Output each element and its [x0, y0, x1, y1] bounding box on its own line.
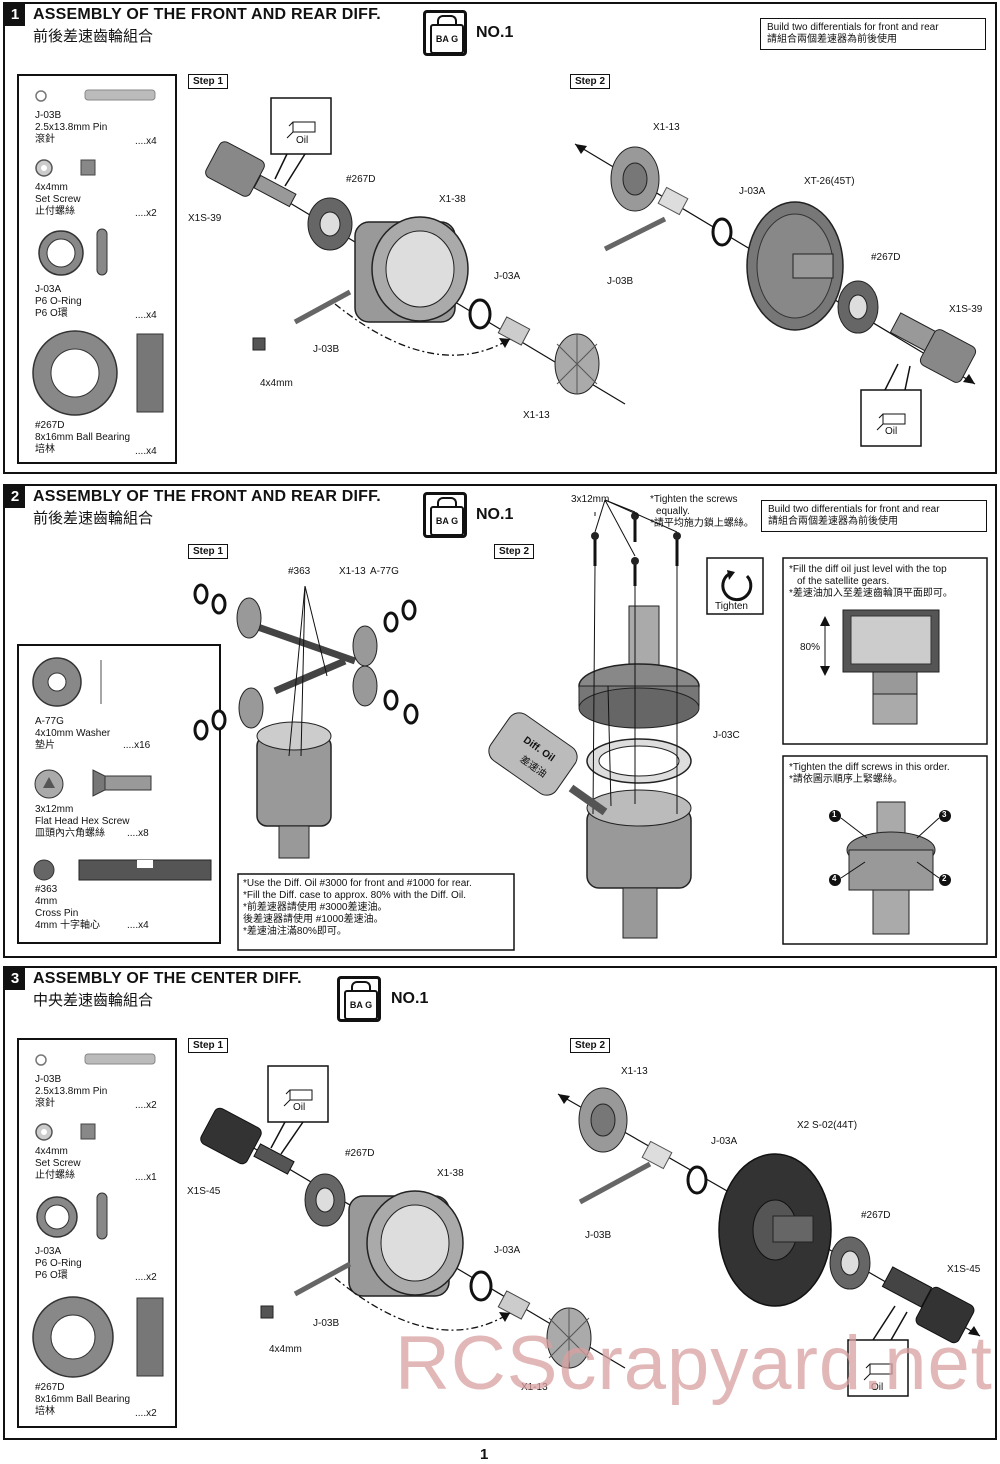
- parts-icons: [32, 1053, 164, 1378]
- step-1-label: Step 1: [188, 74, 229, 89]
- section-title-zh: 中央差速齒輪組合: [33, 992, 154, 1009]
- bag-label: BA G: [430, 506, 464, 536]
- step-2-label: Step 2: [570, 1038, 611, 1053]
- exploded-diagram-1: [205, 97, 977, 447]
- page-number: 1: [480, 1446, 489, 1463]
- bag-number: NO.1: [476, 506, 514, 523]
- section-number: 3: [5, 968, 25, 990]
- section-3: 3 ASSEMBLY OF THE CENTER DIFF. 中央差速齒輪組合 …: [3, 966, 997, 1440]
- parts-icons: [32, 657, 212, 881]
- section-1: 1 ASSEMBLY OF THE FRONT AND REAR DIFF. 前…: [3, 2, 997, 474]
- bag-icon: BA G: [337, 976, 381, 1022]
- build-note: Build two differentials for front and re…: [760, 18, 986, 50]
- parts-icons: [32, 89, 164, 416]
- watermark: RCScrapyard.net: [395, 1321, 993, 1406]
- step-1-label: Step 1: [188, 1038, 229, 1053]
- step-1-label: Step 1: [188, 544, 229, 559]
- bag-icon: BA G: [423, 492, 467, 538]
- bag-label: BA G: [430, 24, 464, 54]
- section-title-en: ASSEMBLY OF THE CENTER DIFF.: [33, 970, 302, 987]
- bag-number: NO.1: [476, 24, 514, 41]
- bag-number: NO.1: [391, 990, 429, 1007]
- exploded-diagram-2: [193, 499, 988, 951]
- build-note: Build two differentials for front and re…: [761, 500, 987, 532]
- step-2-label: Step 2: [570, 74, 611, 89]
- exploded-diagram-3: [200, 1065, 981, 1397]
- bag-label: BA G: [344, 990, 378, 1020]
- section-title-zh: 前後差速齒輪組合: [33, 28, 154, 45]
- section-number: 2: [5, 486, 25, 508]
- section-number: 1: [5, 4, 25, 26]
- section-2: 2 ASSEMBLY OF THE FRONT AND REAR DIFF. 前…: [3, 484, 997, 958]
- bag-icon: BA G: [423, 10, 467, 56]
- step-2-label: Step 2: [494, 544, 535, 559]
- section-title-en: ASSEMBLY OF THE FRONT AND REAR DIFF.: [33, 488, 381, 505]
- section-title-en: ASSEMBLY OF THE FRONT AND REAR DIFF.: [33, 6, 381, 23]
- section-title-zh: 前後差速齒輪組合: [33, 510, 154, 527]
